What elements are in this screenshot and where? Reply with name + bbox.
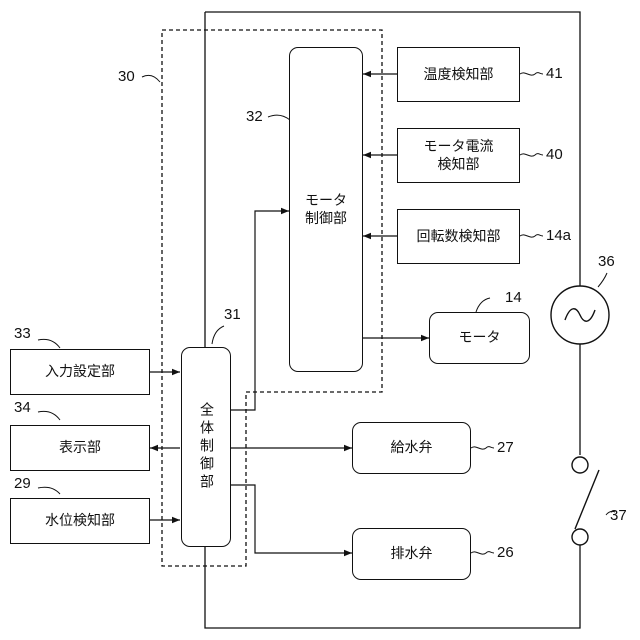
- ref-rotation: 14a: [546, 227, 571, 244]
- ref-display: 34: [14, 399, 31, 416]
- ref-motor-current: 40: [546, 146, 563, 163]
- display-block: 表示部: [10, 425, 150, 471]
- ref-motor-control: 32: [246, 108, 263, 125]
- rotation-detection-block: 回転数検知部: [397, 209, 520, 264]
- motor-current-detection-block: モータ電流 検知部: [397, 128, 520, 183]
- arrow-overall-to-drainvalve: [231, 485, 352, 553]
- motor-block: モータ: [429, 312, 530, 364]
- ref-temperature: 41: [546, 65, 563, 82]
- ref-drain-valve: 26: [497, 544, 514, 561]
- ref-motor: 14: [505, 289, 522, 306]
- temperature-detection-block: 温度検知部: [397, 47, 520, 102]
- overall-control-block: 全体制御部: [181, 347, 231, 547]
- switch-icon: [572, 457, 599, 545]
- overall-control-label: 全体制御部: [197, 402, 215, 492]
- ref-input-setting: 33: [14, 325, 31, 342]
- ac-power-source-icon: [551, 286, 609, 344]
- ref-control-unit: 30: [118, 68, 135, 85]
- ref-water-supply-valve: 27: [497, 439, 514, 456]
- ref-water-level: 29: [14, 475, 31, 492]
- drain-valve-block: 排水弁: [352, 528, 471, 580]
- water-supply-valve-block: 給水弁: [352, 422, 471, 474]
- ref-switch: 37: [610, 507, 627, 524]
- ref-overall-control: 31: [224, 306, 241, 323]
- ref-ac-power: 36: [598, 253, 615, 270]
- input-setting-block: 入力設定部: [10, 349, 150, 395]
- water-level-block: 水位検知部: [10, 498, 150, 544]
- motor-control-block: モータ 制御部: [289, 47, 363, 372]
